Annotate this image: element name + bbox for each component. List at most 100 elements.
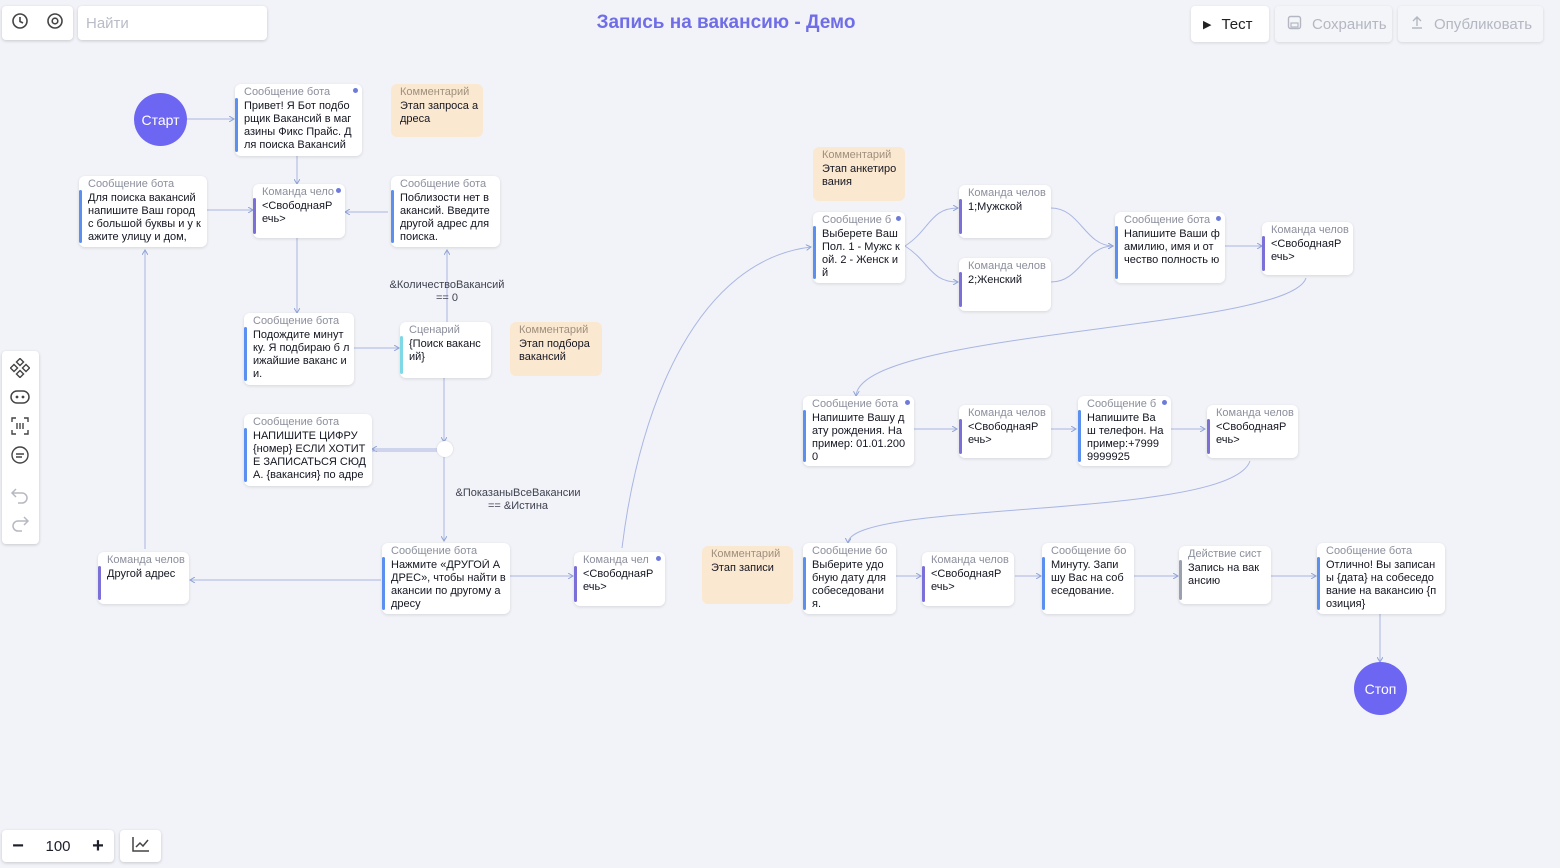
bot-icon[interactable] — [9, 386, 31, 408]
bot-message-node[interactable]: Сообщение бота Напишите Вашу д ату рожде… — [803, 396, 914, 466]
analytics-button[interactable] — [120, 830, 161, 862]
node-text: <СвободнаяР ечь> — [583, 568, 654, 593]
node-text: Выберете Ваш Пол. 1 - Мужс кой. 2 - Женс… — [822, 228, 900, 279]
start-node[interactable]: Старт — [134, 93, 187, 146]
zoom-out-button[interactable]: − — [12, 834, 24, 857]
node-header: Сообщение б — [822, 214, 892, 226]
play-icon: ▶ — [1203, 18, 1212, 31]
node-text: {Поиск ваканс ий} — [409, 338, 481, 363]
comment-node[interactable]: Комментарий Этап подбора вакансий — [510, 322, 602, 376]
node-header: Команда челов — [1271, 224, 1349, 236]
bot-message-node[interactable]: Сообщение бота Поблизости нет в акансий.… — [391, 176, 500, 247]
user-command-node[interactable]: Команда челов Другой адрес — [98, 552, 189, 604]
user-command-node[interactable]: Команда челов 1;Мужской — [959, 185, 1051, 238]
edge-label: &КоличествоВакансий == 0 — [389, 279, 505, 304]
user-command-node[interactable]: Команда челов <СвободнаяР ечь> — [1207, 405, 1298, 458]
node-text: <СвободнаяР ечь> — [1216, 421, 1287, 446]
bot-message-node[interactable]: Сообщение бота Нажмите «ДРУГОЙ А ДРЕС», … — [382, 543, 510, 614]
node-header: Сообщение бо — [1051, 545, 1127, 557]
publish-button[interactable]: Опубликовать — [1398, 6, 1543, 42]
comment-node[interactable]: Комментарий Этап записи — [702, 546, 793, 604]
bot-message-node[interactable]: Сообщение бота Для поиска вакансий напиш… — [79, 176, 207, 247]
node-header: Команда чело — [262, 186, 335, 198]
publish-button-label: Опубликовать — [1434, 15, 1533, 33]
page-title: Запись на вакансию - Демо — [596, 12, 856, 33]
user-command-node[interactable]: Команда чело <СвободнаяР ечь> — [253, 184, 345, 238]
node-header: Сообщение бота — [244, 86, 331, 98]
node-header: Сообщение бота — [253, 416, 340, 428]
node-text: Минуту. Запи шу Вас на соб еседование. — [1051, 559, 1124, 597]
user-command-node[interactable]: Команда челов 2;Женский — [959, 258, 1051, 311]
node-header: Сообщение бота — [812, 398, 899, 410]
bot-message-node[interactable]: Сообщение б Выберете Ваш Пол. 1 - Мужс к… — [813, 212, 905, 283]
history-icon[interactable] — [11, 12, 29, 35]
bot-message-node[interactable]: Сообщение бота Напишите Ваши ф амилию, и… — [1115, 212, 1225, 283]
node-text: Этап подбора вакансий — [519, 338, 590, 363]
bot-message-node[interactable]: Сообщение бо Минуту. Запи шу Вас на соб … — [1042, 543, 1134, 614]
node-header: Сообщение бо — [812, 545, 888, 557]
node-text: <СвободнаяР ечь> — [1271, 238, 1342, 263]
search-input[interactable] — [78, 6, 267, 40]
redo-icon[interactable] — [9, 512, 31, 534]
node-header: Команда челов — [931, 554, 1009, 566]
node-header: Команда челов — [968, 187, 1046, 199]
system-action-node[interactable]: Действие сист Запись на вак ансию — [1179, 546, 1271, 604]
node-header: Комментарий — [822, 149, 892, 161]
test-button[interactable]: ▶ Тест — [1191, 6, 1269, 42]
user-command-node[interactable]: Команда челов <СвободнаяР ечь> — [959, 405, 1051, 458]
node-header: Комментарий — [711, 548, 781, 560]
stop-node[interactable]: Стоп — [1354, 662, 1407, 715]
comment-icon[interactable] — [9, 444, 31, 466]
node-text: Поблизости нет в акансий. Введите другой… — [400, 192, 490, 243]
test-button-label: Тест — [1221, 15, 1253, 33]
bot-message-node[interactable]: Сообщение бота Отлично! Вы записан ы {да… — [1317, 543, 1445, 614]
node-text: Другой адрес — [107, 568, 176, 580]
node-text: Этап запроса адреса — [400, 100, 479, 125]
node-header: Комментарий — [400, 86, 470, 98]
stop-label: Стоп — [1364, 680, 1397, 697]
node-header: Сообщение бота — [88, 178, 175, 190]
bot-message-node[interactable]: Сообщение бо Выберите удо бную дату для … — [803, 543, 896, 614]
undo-icon[interactable] — [9, 484, 31, 506]
user-command-node[interactable]: Команда чел <СвободнаяР ечь> — [574, 552, 665, 606]
zoom-in-button[interactable]: + — [92, 834, 104, 857]
node-header: Команда челов — [107, 554, 185, 566]
junction-node[interactable] — [437, 441, 453, 457]
save-button[interactable]: Сохранить — [1275, 6, 1392, 42]
node-text: Запись на вак ансию — [1188, 562, 1260, 587]
comment-node[interactable]: Комментарий Этап запроса адреса — [391, 84, 483, 137]
node-text: Привет! Я Бот подбо рщик Вакансий в маг … — [244, 100, 352, 151]
bot-message-node[interactable]: Сообщение б Напишите Ва ш телефон. На пр… — [1078, 396, 1171, 466]
upload-icon — [1410, 15, 1424, 34]
bot-message-node[interactable]: Сообщение бота Подождите минут ку. Я под… — [244, 313, 354, 385]
node-text: Отлично! Вы записан ы {дата} на собеседо… — [1326, 559, 1437, 610]
bot-message-node[interactable]: Сообщение бота НАПИШИТЕ ЦИФРУ {номер} ЕС… — [244, 414, 372, 486]
node-text: Для поиска вакансий напишите Ваш город с… — [88, 192, 201, 243]
zoom-control: − 100 + — [2, 830, 114, 862]
node-header: Сценарий — [409, 324, 460, 336]
node-header: Команда челов — [1216, 407, 1294, 419]
node-text: Подождите минут ку. Я подбираю б лижайши… — [253, 329, 350, 380]
user-command-node[interactable]: Команда челов <СвободнаяР ечь> — [1262, 222, 1353, 275]
user-command-node[interactable]: Команда челов <СвободнаяР ечь> — [922, 552, 1014, 606]
node-header: Команда челов — [968, 260, 1046, 272]
node-header: Команда чел — [583, 554, 649, 566]
chart-icon — [131, 835, 151, 858]
node-text: Напишите Вашу д ату рождения. На пример:… — [812, 412, 906, 463]
node-header: Команда челов — [968, 407, 1046, 419]
node-text: Нажмите «ДРУГОЙ А ДРЕС», чтобы найти вак… — [391, 559, 506, 610]
components-icon[interactable] — [9, 357, 31, 379]
node-header: Сообщение бота — [391, 545, 478, 557]
scenario-node[interactable]: Сценарий {Поиск ваканс ий} — [400, 322, 491, 378]
node-text: Напишите Ваши ф амилию, имя и от чество … — [1124, 228, 1220, 266]
node-text: НАПИШИТЕ ЦИФРУ {номер} ЕСЛИ ХОТИТ Е ЗАПИ… — [253, 430, 366, 481]
node-text: <СвободнаяР ечь> — [968, 421, 1039, 446]
bot-message-node[interactable]: Сообщение бота Привет! Я Бот подбо рщик … — [235, 84, 362, 156]
node-text: Напишите Ва ш телефон. На пример:+7999 9… — [1087, 412, 1164, 463]
node-header: Сообщение б — [1087, 398, 1157, 410]
comment-node[interactable]: Комментарий Этап анкетиро вания — [813, 147, 905, 201]
node-text: Этап записи — [711, 562, 774, 574]
settings-icon[interactable] — [46, 12, 64, 35]
scan-icon[interactable] — [9, 415, 31, 437]
